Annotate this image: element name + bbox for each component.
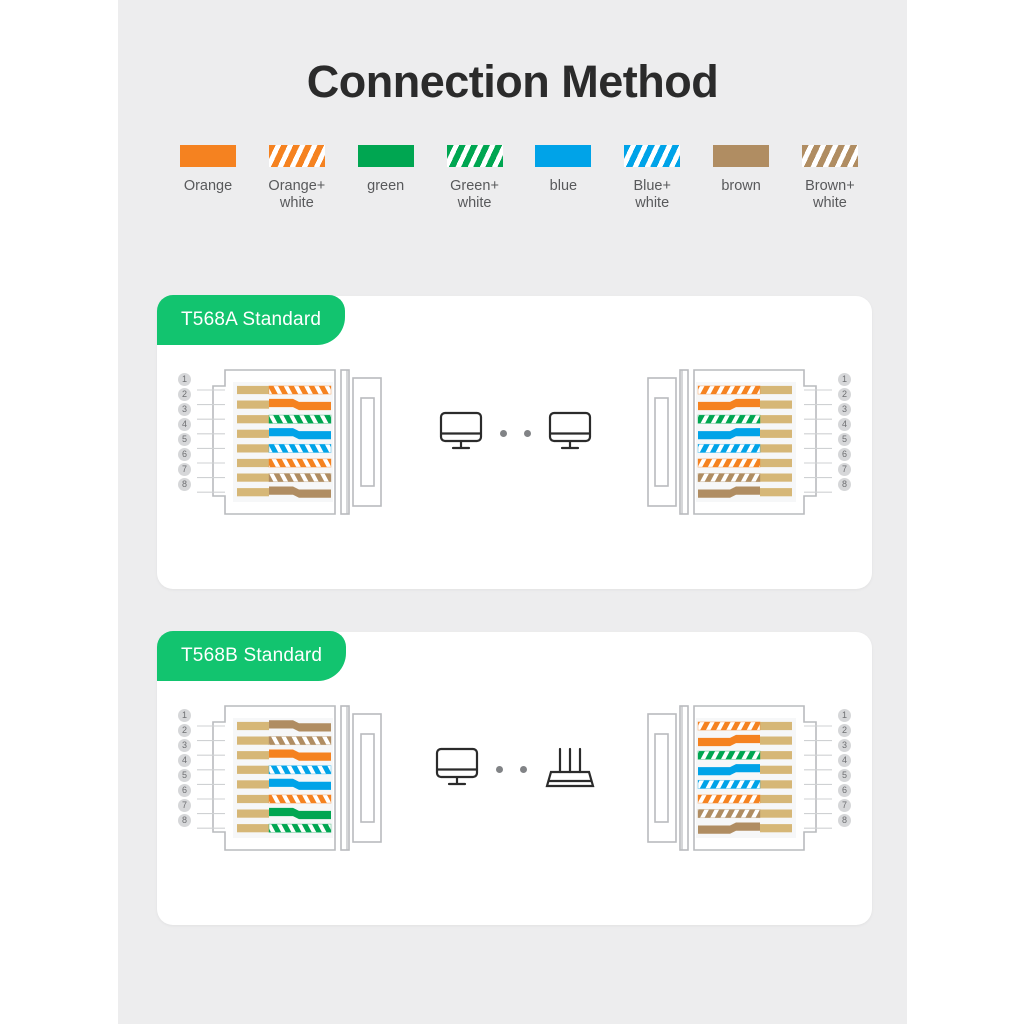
router-icon <box>544 746 596 793</box>
pin-number: 7 <box>178 799 191 812</box>
t568a-left-connector <box>197 369 382 515</box>
color-swatch-blue <box>535 145 592 167</box>
pin-number: 1 <box>838 373 851 386</box>
pin-number: 3 <box>178 739 191 752</box>
panel-tag-t568a: T568A Standard <box>157 295 346 345</box>
connection-dot <box>523 429 531 437</box>
pin-number: 8 <box>178 478 191 491</box>
page-title: Connection Method <box>306 56 719 107</box>
legend-item: Blue+ white <box>608 145 696 212</box>
pin-number: 5 <box>178 433 191 446</box>
legend-item-label: green <box>367 178 405 194</box>
color-swatch-green <box>357 145 414 167</box>
connection-dot <box>495 765 503 773</box>
legend-item: Brown+ white <box>786 145 874 212</box>
color-swatch-green-white <box>446 145 503 167</box>
legend-item: green <box>342 145 430 195</box>
pin-number: 4 <box>838 754 851 767</box>
pin-number: 8 <box>838 814 851 827</box>
pin-number: 7 <box>178 463 191 476</box>
pin-number: 1 <box>178 373 191 386</box>
pin-number: 2 <box>178 388 191 401</box>
legend-item-label: blue <box>549 178 578 194</box>
legend-item-label: Green+ white <box>450 178 499 211</box>
legend-item: Orange <box>164 145 252 195</box>
legend-item-label: Brown+ white <box>805 178 855 211</box>
content-canvas: Connection Method Orange Orange+ white gre… <box>118 0 907 1024</box>
pin-numbers-left: 1 2 3 4 5 6 7 8 <box>178 709 191 827</box>
pin-numbers-right: 1 2 3 4 5 6 7 8 <box>838 373 851 491</box>
pin-numbers-right: 1 2 3 4 5 6 7 8 <box>838 709 851 827</box>
pin-number: 4 <box>178 754 191 767</box>
pin-number: 4 <box>838 418 851 431</box>
pin-number: 8 <box>838 478 851 491</box>
monitor-icon <box>548 411 592 456</box>
panel-tag-t568b: T568B Standard <box>157 631 347 681</box>
device-pair-t568b <box>415 724 615 814</box>
connection-dot <box>519 765 527 773</box>
color-swatch-brown <box>713 145 770 167</box>
t568a-right-connector <box>647 369 832 515</box>
pin-number: 6 <box>178 784 191 797</box>
pin-number: 6 <box>838 448 851 461</box>
pin-number: 3 <box>178 403 191 416</box>
connection-dot <box>499 429 507 437</box>
pin-number: 7 <box>838 463 851 476</box>
pin-number: 1 <box>178 709 191 722</box>
color-swatch-blue-white <box>624 145 681 167</box>
legend-item: Orange+ white <box>253 145 341 212</box>
color-legend: Orange Orange+ white green Green+ white blue… <box>164 145 874 212</box>
legend-item: Green+ white <box>431 145 519 212</box>
color-swatch-orange <box>180 145 236 167</box>
t568b-right-connector <box>647 705 832 851</box>
device-pair-t568a <box>415 388 615 478</box>
pin-number: 5 <box>838 769 851 782</box>
legend-item: blue <box>519 145 607 195</box>
legend-item-label: Orange+ white <box>268 178 326 211</box>
pin-number: 2 <box>838 724 851 737</box>
pin-number: 5 <box>178 769 191 782</box>
legend-item-label: brown <box>721 178 761 194</box>
color-swatch-orange-white <box>268 145 325 167</box>
panel-t568a: T568A Standard 1 2 3 4 5 6 7 8 1 2 3 4 5 6 7 8 <box>157 295 872 589</box>
pin-number: 6 <box>178 448 191 461</box>
monitor-icon <box>435 747 479 792</box>
wiring-diagram-t568a: 1 2 3 4 5 6 7 8 1 2 3 4 5 6 7 8 <box>157 356 872 556</box>
panel-t568b: T568B Standard 1 2 3 4 5 6 7 8 1 2 3 4 5 6 7 8 <box>157 631 872 925</box>
pin-number: 4 <box>178 418 191 431</box>
pin-number: 8 <box>178 814 191 827</box>
pin-numbers-left: 1 2 3 4 5 6 7 8 <box>178 373 191 491</box>
monitor-icon <box>439 411 483 456</box>
color-swatch-brown-white <box>801 145 858 167</box>
pin-number: 7 <box>838 799 851 812</box>
legend-item-label: Blue+ white <box>633 178 671 211</box>
pin-number: 3 <box>838 403 851 416</box>
pin-number: 2 <box>838 388 851 401</box>
legend-item-label: Orange <box>183 178 233 194</box>
t568b-left-connector <box>197 705 382 851</box>
legend-item: brown <box>697 145 785 195</box>
pin-number: 3 <box>838 739 851 752</box>
pin-number: 1 <box>838 709 851 722</box>
pin-number: 2 <box>178 724 191 737</box>
pin-number: 5 <box>838 433 851 446</box>
pin-number: 6 <box>838 784 851 797</box>
wiring-diagram-t568b: 1 2 3 4 5 6 7 8 1 2 3 4 5 6 7 8 <box>157 692 872 892</box>
